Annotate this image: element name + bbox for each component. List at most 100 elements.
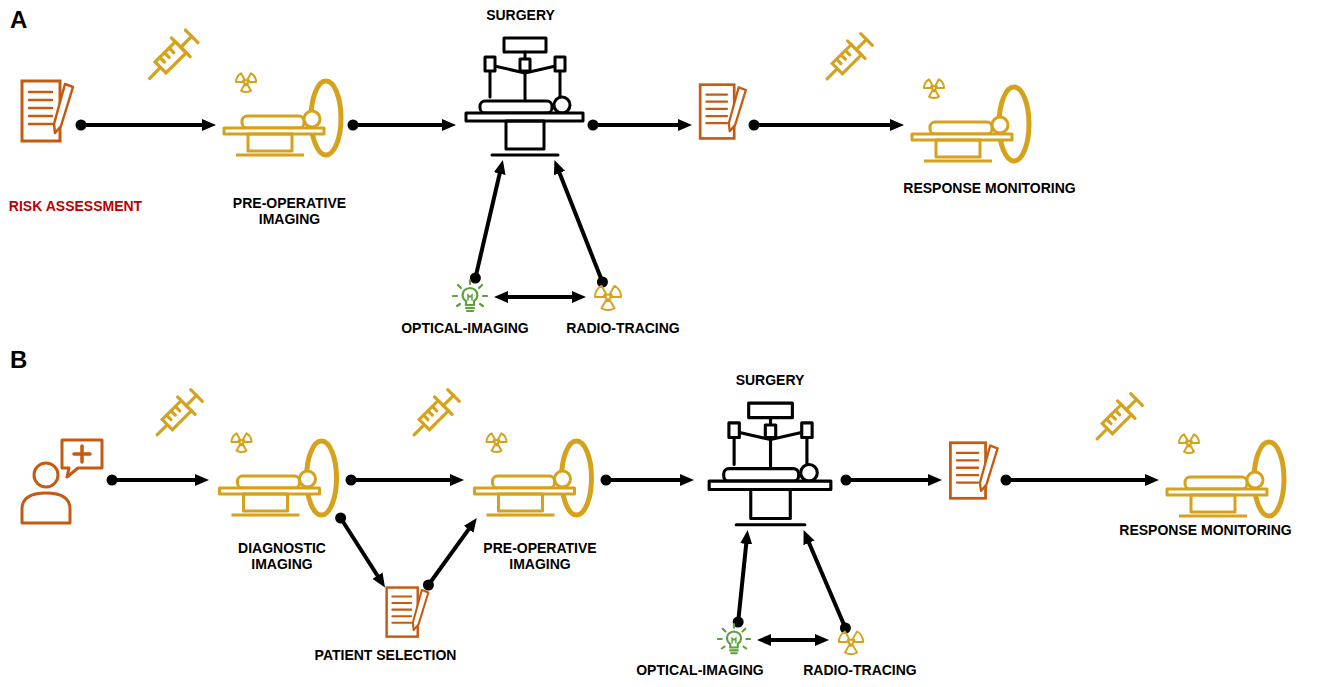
icon-stroke <box>595 286 606 297</box>
icon-stroke <box>751 489 791 518</box>
icon-stroke <box>506 121 544 149</box>
icon-stroke <box>802 423 812 438</box>
flow-arrow <box>846 478 932 482</box>
icon-stroke <box>743 647 746 649</box>
icon-stroke <box>504 38 546 52</box>
icon-stroke <box>722 647 725 649</box>
scanner-node: RESPONSE MONITORING <box>910 75 1035 165</box>
doc-icon <box>698 82 748 142</box>
icon-stroke <box>930 122 992 134</box>
scanner-icon <box>215 430 345 518</box>
robot-node: SURGERY <box>700 400 840 530</box>
icon-stroke <box>769 440 772 467</box>
icon-stroke <box>723 629 726 632</box>
icon-stroke <box>732 638 736 643</box>
icon-stroke <box>492 154 558 157</box>
icon-stroke <box>1191 495 1235 512</box>
icon-stroke <box>555 57 565 71</box>
node-label: DIAGNOSTIC IMAGING <box>209 540 356 572</box>
icon-stroke <box>22 493 70 523</box>
icon-stroke <box>387 588 429 637</box>
icon-stroke <box>29 115 52 118</box>
scanner-node: PRE-OPERATIVE IMAGING <box>470 430 600 518</box>
icon-stroke <box>487 433 495 442</box>
icon-stroke <box>242 116 304 128</box>
scanner-icon <box>910 75 1035 165</box>
icon-stroke <box>709 403 831 525</box>
scanner-node: DIAGNOSTIC IMAGING <box>215 430 345 518</box>
flow-arrow <box>112 478 199 482</box>
icon-stroke <box>729 423 739 438</box>
icon-stroke <box>392 615 411 617</box>
flow-arrow <box>738 540 746 622</box>
node-label: PRE-OPERATIVE IMAGING <box>467 540 614 572</box>
icon-stroke <box>392 602 411 604</box>
icon-stroke <box>483 295 487 297</box>
icon-stroke <box>492 445 502 452</box>
icon-stroke <box>1191 434 1199 443</box>
doc-icon <box>385 585 430 640</box>
icon-stroke <box>555 471 571 487</box>
icon-stroke <box>29 107 52 110</box>
icon-stroke <box>463 288 478 305</box>
flow-arrow <box>475 170 500 278</box>
node-label: RADIO-TRACING <box>547 320 699 336</box>
icon-stroke <box>467 310 473 312</box>
icon-stroke <box>845 645 857 654</box>
icon-stroke <box>453 280 487 311</box>
icon-stroke <box>957 474 978 476</box>
node-label: RADIO-TRACING <box>784 662 936 678</box>
doc-icon <box>948 440 1000 502</box>
icon-stroke <box>1184 446 1194 453</box>
icon-stroke <box>29 123 52 126</box>
panel-letter: B <box>10 348 27 372</box>
radio-icon <box>835 628 867 656</box>
radio-node: RADIO-TRACING <box>592 282 624 312</box>
icon-stroke <box>929 91 939 98</box>
flow-arrow <box>81 123 206 127</box>
bulb-icon <box>452 278 488 316</box>
icon-stroke <box>706 93 727 95</box>
icon-stroke <box>466 38 583 155</box>
doc-node: RISK ASSESSMENT <box>20 78 75 145</box>
flow-arrow <box>754 123 894 127</box>
panel-letter: A <box>10 8 27 32</box>
scanner-icon <box>470 430 600 518</box>
icon-stroke <box>706 108 727 110</box>
flow-arrow <box>504 295 576 299</box>
icon-stroke <box>243 433 251 442</box>
icon-stroke <box>413 590 429 630</box>
icon-stroke <box>912 79 1029 161</box>
icon-stroke <box>801 464 818 481</box>
icon-stroke <box>248 73 256 82</box>
node-label: RESPONSE MONITORING <box>1090 522 1320 538</box>
syringe-icon <box>140 27 201 88</box>
node-label: PATIENT SELECTION <box>295 647 477 663</box>
flow-arrow <box>807 539 845 628</box>
icon-stroke <box>29 91 52 94</box>
icon-stroke <box>602 301 615 310</box>
icon-stroke <box>849 640 854 645</box>
icon-stroke <box>1179 434 1187 443</box>
icon-stroke <box>736 523 805 526</box>
icon-stroke <box>304 111 320 127</box>
icon-stroke <box>718 624 750 653</box>
icon-stroke <box>932 86 936 90</box>
icon-stroke <box>495 440 499 444</box>
icon-stroke <box>487 514 555 517</box>
icon-stroke <box>706 115 727 117</box>
icon-stroke <box>236 73 244 82</box>
icon-stroke <box>957 452 978 454</box>
node-label: SURGERY <box>709 372 831 388</box>
icon-stroke <box>300 471 316 487</box>
icon-stroke <box>936 140 980 157</box>
icon-stroke <box>706 101 727 103</box>
node-label: SURGERY <box>460 7 582 23</box>
icon-stroke <box>520 59 530 71</box>
icon-stroke <box>232 433 240 442</box>
icon-stroke <box>62 440 102 477</box>
icon-stroke <box>392 622 411 624</box>
bulb-node: OPTICAL-IMAGING <box>452 278 488 316</box>
